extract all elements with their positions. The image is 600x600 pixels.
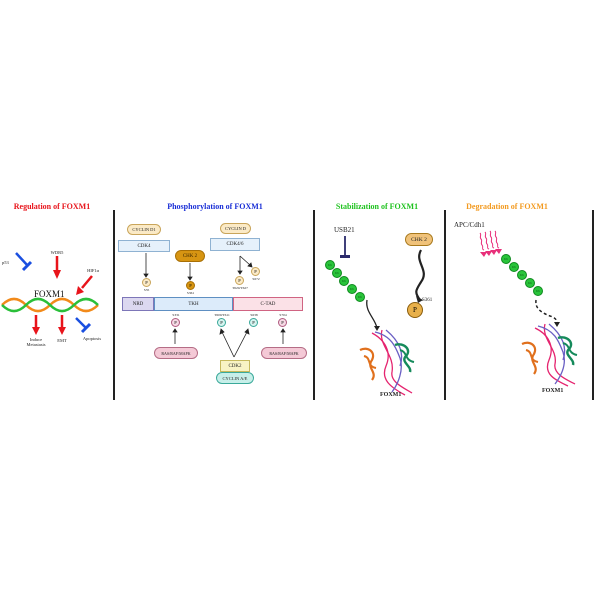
foxm1-deg-label: FOXM1 xyxy=(542,388,564,394)
cdk2-box: CDK2 xyxy=(220,360,250,372)
foxm1-dna-structure xyxy=(359,329,415,396)
cdk4-arrowhead xyxy=(143,273,149,278)
phospho-site-s361: P xyxy=(186,281,195,290)
foxm1-center-label: FOXM1 xyxy=(34,289,65,299)
metastasis-activate-arrow xyxy=(32,315,40,335)
usb21-label: USB21 xyxy=(334,226,355,234)
regulation-title: Regulation of FOXM1 xyxy=(13,202,91,211)
apc-cdh1-label: APC/Cdh1 xyxy=(454,221,485,229)
chk2-curved-arrow xyxy=(415,249,425,301)
ub-bead: Ub xyxy=(325,260,335,270)
chk2-stab-pill: CHK 2 xyxy=(405,233,433,246)
wdr5-label: WDR5 xyxy=(50,250,64,255)
hif1a-activate-arrow xyxy=(76,275,93,295)
ub-bead: Ub xyxy=(501,254,511,264)
domain-ctad: C-TAD xyxy=(233,297,303,311)
p53-label: p53 xyxy=(2,260,9,265)
site-t600-t611-label: T600/T611 xyxy=(214,313,230,317)
cyclin-ae-pill: CYCLIN A/E xyxy=(216,372,254,384)
site-s638-label: S638 xyxy=(250,313,258,317)
ub-bead: Ub xyxy=(525,278,535,288)
phospho-site-t620: P xyxy=(235,276,244,285)
site-s361-label: S361 xyxy=(186,291,195,295)
ras-raf-mapk-pill-1: RAS/RAF/MAPK xyxy=(154,347,198,359)
cdk2-arrow-2 xyxy=(233,331,248,358)
foxm1-dna-structure-deg xyxy=(521,323,578,387)
site-t620-t627-label: T620/T627 xyxy=(232,286,248,290)
apoptosis-inhibit-arrow xyxy=(75,317,92,334)
stabilization-title: Stabilization of FOXM1 xyxy=(335,202,419,211)
phospho-site-s638: P xyxy=(249,318,258,327)
dna-helix xyxy=(1,297,99,313)
cyclin-d1-pill: CYCLIN D1 xyxy=(127,224,161,235)
cdk46-arrowhead-1 xyxy=(237,270,243,275)
phospho-site-t600: P xyxy=(217,318,226,327)
panel-divider-2 xyxy=(313,210,315,400)
ub-bead: Ub xyxy=(332,268,342,278)
degradation-title: Degradation of FOXM1 xyxy=(466,202,548,211)
chk2-pill: CHK 2 xyxy=(175,250,205,262)
site-s672-label: S672 xyxy=(252,277,260,281)
phospho-site-s672: P xyxy=(251,267,260,276)
cdk2-arrowhead-1 xyxy=(219,328,225,335)
cdk46-arrow-2 xyxy=(239,255,251,266)
ras-arrowhead-2 xyxy=(280,328,286,333)
phospho-s361-stab: P xyxy=(407,302,423,318)
cdk2-arrow-1 xyxy=(221,331,235,358)
phospho-site-s331: P xyxy=(171,318,180,327)
chk2-arrowhead xyxy=(187,276,193,281)
foxm1-stab-label: FOXM1 xyxy=(380,392,402,398)
cdk4-box: CDK4 xyxy=(118,240,170,252)
site-s704-label: S704 xyxy=(279,313,287,317)
site-s35-label: S35 xyxy=(143,288,150,292)
panel-divider-4 xyxy=(592,210,594,400)
emt-label: EMT xyxy=(57,338,67,343)
cdk2-arrowhead-2 xyxy=(244,328,250,335)
emt-activate-arrow xyxy=(58,315,66,335)
site-s331-label: S331 xyxy=(172,313,180,317)
ras-arrowhead-1 xyxy=(172,328,178,333)
apc-cdh1-wavy-arrows xyxy=(479,230,500,251)
p53-inhibit-arrow xyxy=(15,252,33,272)
ub-bead: Ub xyxy=(347,284,357,294)
ub-arrowhead xyxy=(374,326,380,331)
phospho-site-s704: P xyxy=(278,318,287,327)
domain-nrd: NRD xyxy=(122,297,154,311)
phosphorylation-title: Phosphorylation of FOXM1 xyxy=(167,202,263,211)
cyclin-d-pill: CYCLIN D xyxy=(220,223,251,234)
ras-raf-mapk-pill-2: RAS/RAF/MAPK xyxy=(261,347,307,359)
wdr5-activate-arrow xyxy=(53,256,61,279)
ub-bead: Ub xyxy=(355,292,365,302)
ub-bead: Ub xyxy=(533,286,543,296)
ub-bead: Ub xyxy=(339,276,349,286)
panel-divider-3 xyxy=(444,210,446,400)
ub-bead: Ub xyxy=(517,270,527,280)
apc-cdh1-arrowheads xyxy=(480,249,502,257)
hif1a-label: HIF1α xyxy=(87,268,99,273)
chk2-arrowhead xyxy=(416,296,423,303)
degradation-arrowhead xyxy=(554,322,560,327)
cdk46-box: CDK4/6 xyxy=(210,238,260,251)
degradation-dashed-arrow xyxy=(535,299,558,325)
cdk46-arrowhead-2 xyxy=(247,262,253,268)
s361-stab-label: S361 xyxy=(422,298,433,303)
domain-tkh: TKH xyxy=(154,297,233,311)
ub-to-protein-arrow xyxy=(366,299,378,329)
ub-bead: Ub xyxy=(509,262,519,272)
panel-divider-1 xyxy=(113,210,115,400)
metastasis-label: Induce Metastasis xyxy=(26,337,46,347)
usb21-inhibit-symbol xyxy=(340,236,350,258)
phospho-site-s35: P xyxy=(142,278,151,287)
apoptosis-label: Apoptosis xyxy=(82,336,102,341)
